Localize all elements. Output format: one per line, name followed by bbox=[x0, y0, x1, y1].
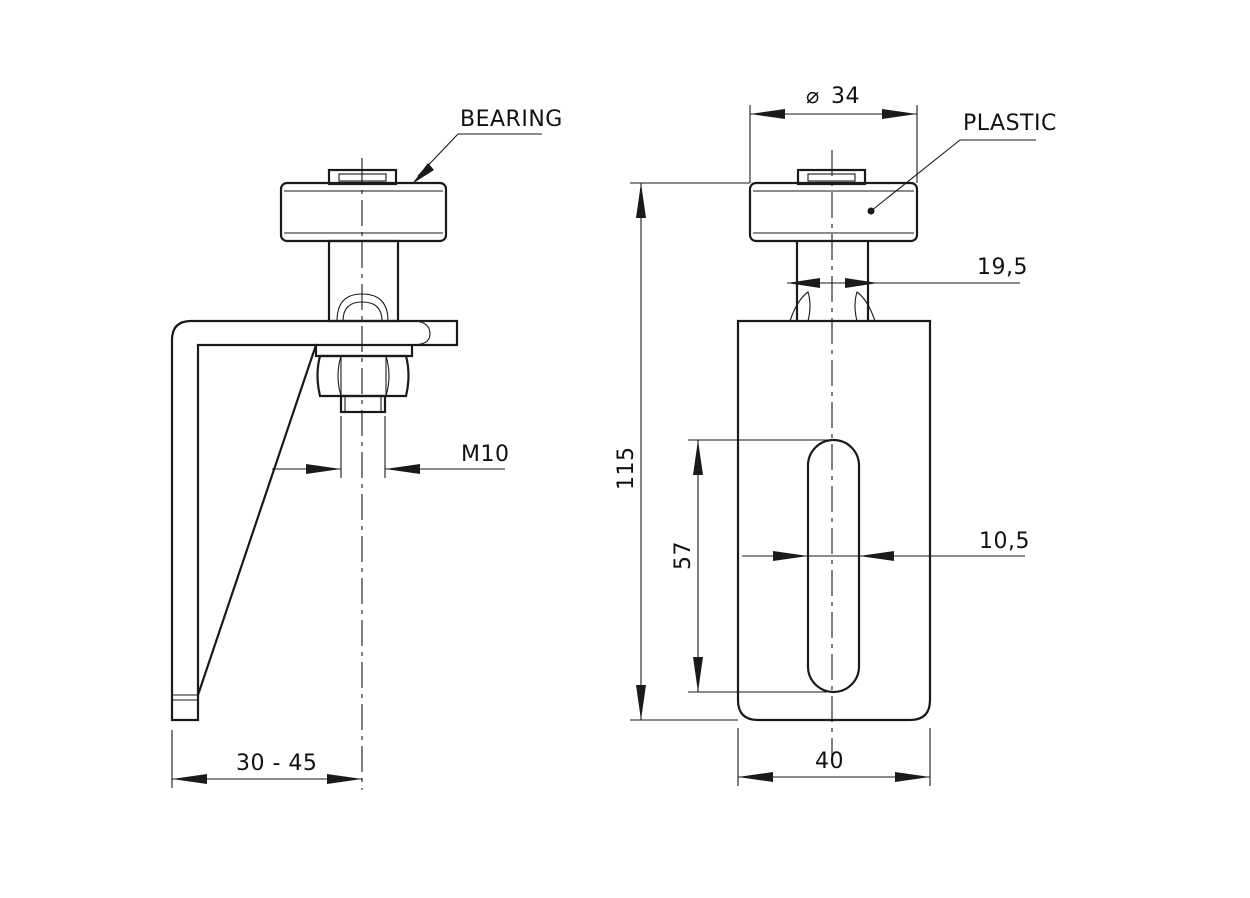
neck-dimension: 19,5 bbox=[787, 255, 1028, 288]
bearing-wheel bbox=[279, 181, 448, 243]
washer bbox=[314, 343, 414, 358]
bolt-shaft bbox=[327, 239, 400, 323]
plate-width-dimension: 40 bbox=[737, 728, 931, 786]
height-dimension: 115 bbox=[614, 182, 750, 721]
offset-dimension: 30 - 45 bbox=[171, 730, 362, 788]
m10-dimension: M10 bbox=[272, 416, 509, 478]
diameter-dimension: ⌀ 34 bbox=[749, 84, 918, 183]
height-label: 115 bbox=[614, 447, 639, 491]
slot-length-dimension: 57 bbox=[671, 439, 832, 693]
l-bracket bbox=[170, 319, 459, 696]
diameter-symbol: ⌀ bbox=[806, 84, 820, 109]
slot-length-label: 57 bbox=[671, 541, 696, 570]
plastic-label-text: PLASTIC bbox=[963, 111, 1057, 136]
slot-width-dimension: 10,5 bbox=[742, 529, 1030, 561]
adjustment-slot bbox=[806, 438, 861, 694]
side-view: BEARING M10 30 - 45 bbox=[170, 107, 563, 790]
m10-label: M10 bbox=[461, 442, 509, 467]
hex-nut bbox=[316, 354, 410, 398]
bearing-callout: BEARING bbox=[412, 107, 563, 184]
plastic-callout: PLASTIC bbox=[867, 111, 1057, 215]
front-view: ⌀ 34 PLASTIC 19,5 115 bbox=[614, 84, 1057, 786]
mounting-plate bbox=[736, 319, 932, 722]
bearing-label: BEARING bbox=[460, 107, 563, 132]
diameter-label: 34 bbox=[831, 84, 860, 109]
offset-label: 30 - 45 bbox=[236, 751, 317, 776]
plastic-wheel bbox=[748, 181, 919, 243]
neck-label: 19,5 bbox=[977, 255, 1028, 280]
slot-width-label: 10,5 bbox=[979, 529, 1030, 554]
plate-width-label: 40 bbox=[815, 749, 844, 774]
